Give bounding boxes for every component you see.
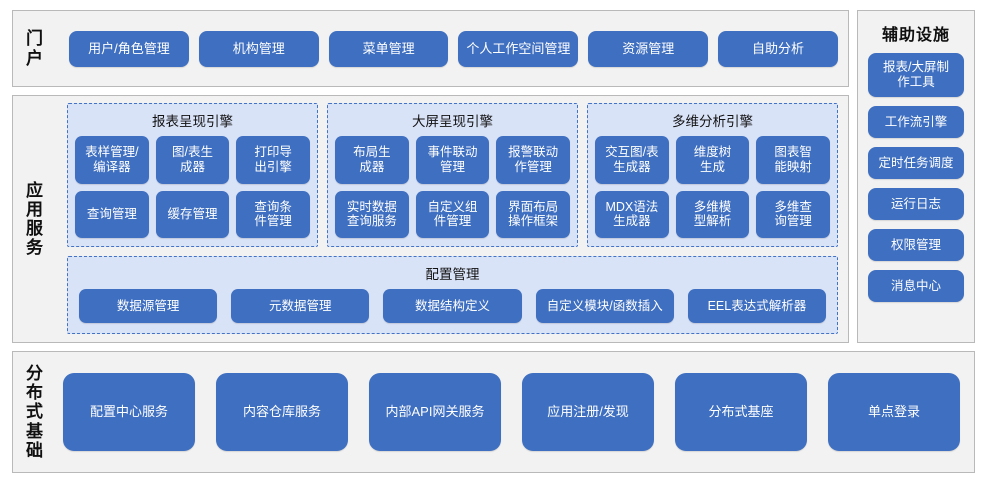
infra-item-4[interactable]: 分布式基座 [675,373,807,451]
portal-section: 门 户 用户/角色管理 机构管理 菜单管理 个人工作空间管理 资源管理 自助分析 [12,10,849,87]
aux-item-2[interactable]: 定时任务调度 [868,147,964,179]
engine-group-bigscreen-items: 布局生 成器 事件联动 管理 报警联动 作管理 实时数据 查询服务 自定义组 件… [335,136,570,238]
infra-item-1[interactable]: 内容仓库服务 [216,373,348,451]
engine-group-olap-items: 交互图/表 生成器 维度树 生成 图表智 能映射 MDX语法 生成器 多维模 型… [595,136,830,238]
config-management-title: 配置管理 [425,267,480,282]
config-item-1[interactable]: 元数据管理 [231,289,370,323]
aux-item-1[interactable]: 工作流引擎 [868,106,964,138]
bigscreen-item-2[interactable]: 报警联动 作管理 [496,136,570,184]
engines-row: 报表呈现引擎 表样管理/ 编译器 图/表生 成器 打印导 出引擎 查询管理 缓存… [67,103,838,247]
infrastructure-section: 分 布 式 基 础 配置中心服务 内容仓库服务 内部API网关服务 应用注册/发… [12,351,975,473]
engine-group-olap: 多维分析引擎 交互图/表 生成器 维度树 生成 图表智 能映射 MDX语法 生成… [587,103,838,247]
portal-section-label: 门 户 [26,29,44,68]
bigscreen-item-3[interactable]: 实时数据 查询服务 [335,190,409,238]
portal-item-5[interactable]: 自助分析 [718,30,838,67]
report-item-5[interactable]: 查询条 件管理 [236,190,310,238]
infrastructure-items: 配置中心服务 内容仓库服务 内部API网关服务 应用注册/发现 分布式基座 单点… [57,352,974,472]
config-management-items: 数据源管理 元数据管理 数据结构定义 自定义模块/函数插入 EEL表达式解析器 [75,289,830,325]
engine-group-bigscreen: 大屏呈现引擎 布局生 成器 事件联动 管理 报警联动 作管理 实时数据 查询服务… [327,103,578,247]
aux-item-0[interactable]: 报表/大屏制 作工具 [868,53,964,97]
aux-item-4[interactable]: 权限管理 [868,229,964,261]
aux-facilities-title: 辅助设施 [881,27,950,44]
app-service-section-label: 应 用 服 务 [26,180,44,258]
bigscreen-item-0[interactable]: 布局生 成器 [335,136,409,184]
app-service-body: 报表呈现引擎 表样管理/ 编译器 图/表生 成器 打印导 出引擎 查询管理 缓存… [65,96,848,342]
engine-group-olap-title: 多维分析引擎 [672,114,753,129]
config-item-2[interactable]: 数据结构定义 [383,289,522,323]
infrastructure-section-label: 分 布 式 基 础 [26,364,44,460]
report-item-2[interactable]: 打印导 出引擎 [236,136,310,184]
engine-group-report-items: 表样管理/ 编译器 图/表生 成器 打印导 出引擎 查询管理 缓存管理 查询条 … [75,136,310,238]
left-stack: 门 户 用户/角色管理 机构管理 菜单管理 个人工作空间管理 资源管理 自助分析… [12,10,849,343]
app-service-section: 应 用 服 务 报表呈现引擎 表样管理/ 编译器 图/表生 成器 打印导 出引擎… [12,95,849,343]
aux-facilities-section: 辅助设施 报表/大屏制 作工具 工作流引擎 定时任务调度 运行日志 权限管理 消… [857,10,975,343]
engine-group-report-title: 报表呈现引擎 [152,114,233,129]
portal-item-3[interactable]: 个人工作空间管理 [458,30,579,67]
engine-group-report: 报表呈现引擎 表样管理/ 编译器 图/表生 成器 打印导 出引擎 查询管理 缓存… [67,103,318,247]
report-item-0[interactable]: 表样管理/ 编译器 [75,136,149,184]
bigscreen-item-1[interactable]: 事件联动 管理 [415,136,490,184]
portal-item-0[interactable]: 用户/角色管理 [69,30,189,67]
config-management-group: 配置管理 数据源管理 元数据管理 数据结构定义 自定义模块/函数插入 EEL表达… [67,256,838,334]
report-item-3[interactable]: 查询管理 [75,190,149,238]
infra-item-2[interactable]: 内部API网关服务 [369,373,501,451]
upper-region: 门 户 用户/角色管理 机构管理 菜单管理 个人工作空间管理 资源管理 自助分析… [12,10,975,343]
olap-item-4[interactable]: 多维模 型解析 [675,190,750,238]
olap-item-1[interactable]: 维度树 生成 [675,136,750,184]
olap-item-2[interactable]: 图表智 能映射 [756,136,830,184]
portal-item-2[interactable]: 菜单管理 [328,30,449,67]
aux-facilities-items: 报表/大屏制 作工具 工作流引擎 定时任务调度 运行日志 权限管理 消息中心 [858,53,974,336]
config-item-3[interactable]: 自定义模块/函数插入 [535,289,674,323]
portal-item-1[interactable]: 机构管理 [198,30,319,67]
engine-group-bigscreen-title: 大屏呈现引擎 [412,114,493,129]
infra-region: 分 布 式 基 础 配置中心服务 内容仓库服务 内部API网关服务 应用注册/发… [12,351,975,473]
infra-item-0[interactable]: 配置中心服务 [63,373,195,451]
olap-item-5[interactable]: 多维查 询管理 [756,190,830,238]
portal-items: 用户/角色管理 机构管理 菜单管理 个人工作空间管理 资源管理 自助分析 [65,11,848,86]
olap-item-0[interactable]: 交互图/表 生成器 [595,136,669,184]
bigscreen-item-5[interactable]: 界面布局 操作框架 [496,190,570,238]
infra-item-5[interactable]: 单点登录 [828,373,960,451]
bigscreen-item-4[interactable]: 自定义组 件管理 [415,190,490,238]
config-item-0[interactable]: 数据源管理 [79,289,218,323]
infra-item-3[interactable]: 应用注册/发现 [522,373,654,451]
olap-item-3[interactable]: MDX语法 生成器 [595,190,669,238]
portal-item-4[interactable]: 资源管理 [588,30,709,67]
report-item-4[interactable]: 缓存管理 [155,190,230,238]
report-item-1[interactable]: 图/表生 成器 [155,136,230,184]
aux-item-3[interactable]: 运行日志 [868,188,964,220]
config-item-4[interactable]: EEL表达式解析器 [687,289,827,323]
aux-item-5[interactable]: 消息中心 [868,270,964,302]
